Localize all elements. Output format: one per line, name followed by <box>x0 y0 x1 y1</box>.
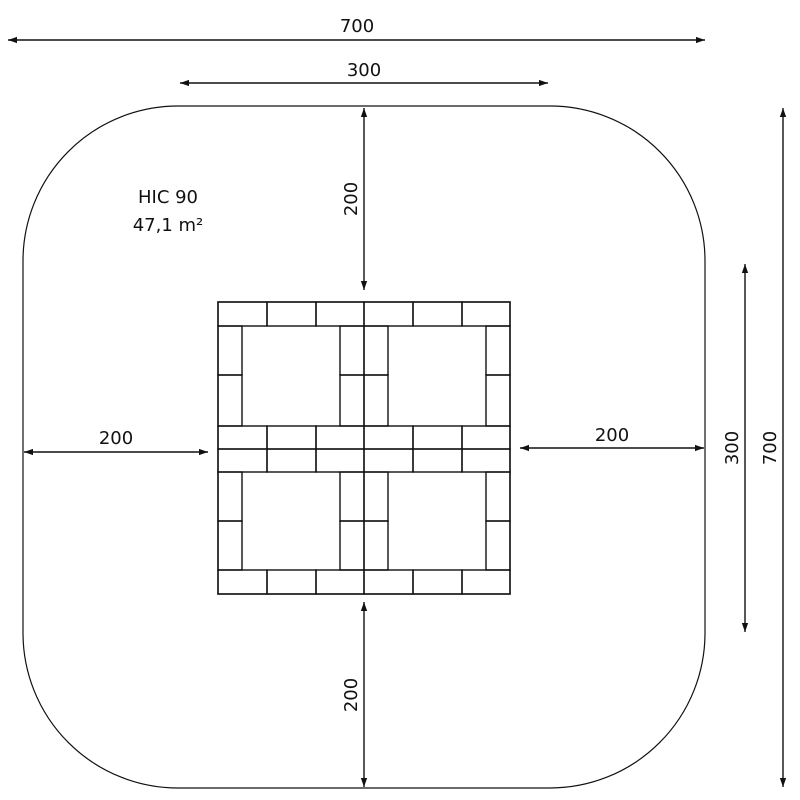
dimension-bottom-offset-label: 200 <box>341 678 362 712</box>
paving-block-vertical <box>339 520 365 571</box>
paving-block-horizontal <box>363 448 414 473</box>
paving-block-horizontal <box>412 569 463 595</box>
paving-block-horizontal <box>461 448 511 473</box>
dimension-right-total-label: 700 <box>760 431 781 465</box>
paving-block-vertical <box>485 325 511 376</box>
paving-block-vertical <box>363 374 389 427</box>
paving-block-horizontal <box>363 569 414 595</box>
paving-block-vertical <box>339 325 365 376</box>
paving-block-horizontal <box>461 425 511 450</box>
paving-block-vertical <box>217 520 243 571</box>
dimension-top-offset-label: 200 <box>341 182 362 216</box>
paving-block-horizontal <box>266 569 317 595</box>
paving-block-horizontal <box>217 448 268 473</box>
paving-block-vertical <box>363 520 389 571</box>
paving-block-vertical <box>363 471 389 522</box>
paving-block-horizontal <box>461 569 511 595</box>
paving-block-horizontal <box>217 301 268 327</box>
dimension-top-total-label: 700 <box>340 16 374 37</box>
dimension-top-inner: 300 <box>180 60 548 87</box>
paving-block-horizontal <box>461 301 511 327</box>
paving-block-horizontal <box>363 425 414 450</box>
paving-block-horizontal <box>315 425 365 450</box>
dimension-top-offset: 200 <box>341 108 368 290</box>
dimension-bottom-offset: 200 <box>341 602 368 787</box>
paving-block-horizontal <box>315 569 365 595</box>
paving-block-horizontal <box>217 569 268 595</box>
paving-block-horizontal <box>363 301 414 327</box>
dimension-right-offset: 200 <box>520 425 704 452</box>
paving-block-horizontal <box>412 301 463 327</box>
dimension-top-total: 700 <box>8 16 705 44</box>
paving-block-horizontal <box>266 448 317 473</box>
equipment-footprint <box>217 301 511 595</box>
dimension-left-offset-label: 200 <box>99 428 133 449</box>
paving-block-horizontal <box>217 425 268 450</box>
paving-block-vertical <box>217 325 243 376</box>
paving-block-vertical <box>485 374 511 427</box>
safety-surface-outline <box>22 105 706 789</box>
dimension-top-inner-label: 300 <box>347 60 381 81</box>
paving-block-vertical <box>217 471 243 522</box>
surface-area-label: 47,1 m² <box>133 215 204 236</box>
dimension-left-offset: 200 <box>24 428 208 456</box>
paving-block-vertical <box>485 520 511 571</box>
paving-block-vertical <box>339 471 365 522</box>
paving-block-horizontal <box>266 425 317 450</box>
paving-block-horizontal <box>315 301 365 327</box>
paving-block-horizontal <box>412 425 463 450</box>
paving-block-vertical <box>217 374 243 427</box>
paving-block-horizontal <box>266 301 317 327</box>
paving-block-horizontal <box>412 448 463 473</box>
surface-type-label: HIC 90 <box>138 187 198 208</box>
paving-block-vertical <box>339 374 365 427</box>
dimension-right-inner: 300 <box>722 264 749 632</box>
dimension-right-inner-label: 300 <box>722 431 743 465</box>
paving-block-vertical <box>485 471 511 522</box>
dimension-right-total: 700 <box>760 108 787 787</box>
dimension-right-offset-label: 200 <box>595 425 629 446</box>
paving-block-horizontal <box>315 448 365 473</box>
paving-block-vertical <box>363 325 389 376</box>
